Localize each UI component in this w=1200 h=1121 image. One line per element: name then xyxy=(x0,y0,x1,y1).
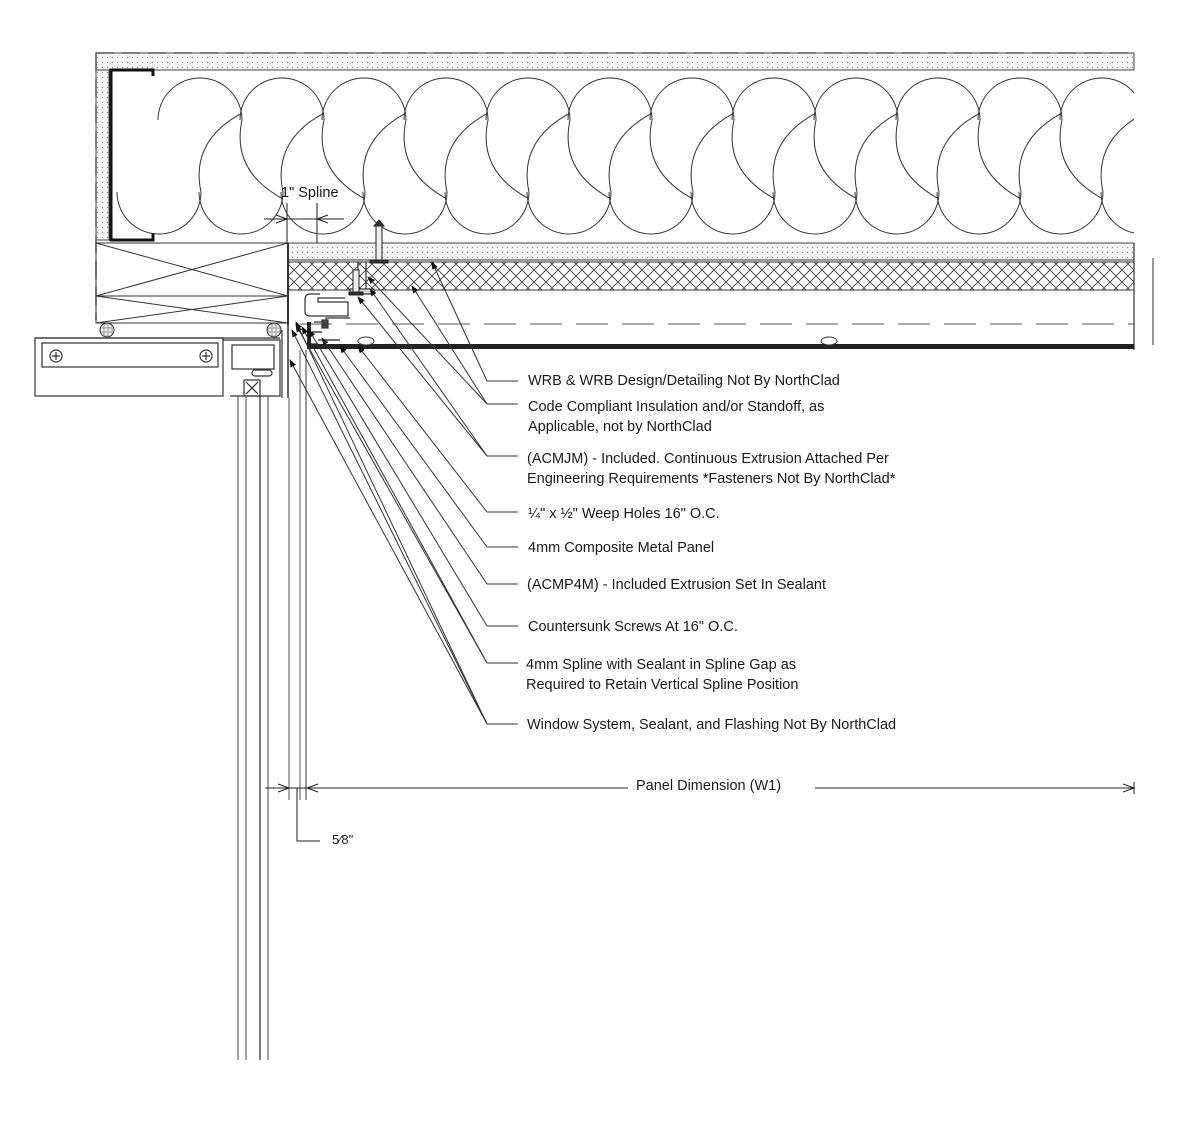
batt-loop xyxy=(1059,77,1134,121)
note-line: (ACMP4M) - Included Extrusion Set In Sea… xyxy=(527,577,826,593)
wood-blocking xyxy=(95,242,289,325)
batt-loop xyxy=(649,77,774,199)
batt-loop xyxy=(608,113,733,235)
note-line: 4mm Composite Metal Panel xyxy=(528,540,715,556)
panel-dimension-label: Panel Dimension (W1) xyxy=(636,778,782,794)
leader-spline xyxy=(295,324,488,664)
note-line: Engineering Requirements *Fasteners Not … xyxy=(527,471,896,487)
batt-loop xyxy=(444,113,569,235)
batt-loop xyxy=(321,77,446,199)
leader-insulation xyxy=(367,276,488,405)
note-line: Code Compliant Insulation and/or Standof… xyxy=(528,399,825,415)
leader-window xyxy=(291,329,488,725)
leader-acmjm xyxy=(369,288,488,457)
window-frame xyxy=(34,322,289,398)
note-line: Countersunk Screws At 16" O.C. xyxy=(528,619,738,635)
batt-loop xyxy=(485,77,610,199)
note-screws: Countersunk Screws At 16" O.C. xyxy=(528,617,738,637)
leader-screws xyxy=(308,329,488,627)
batt-loop xyxy=(1018,118,1134,235)
spline-dimension xyxy=(264,203,344,243)
note-spline: 4mm Spline with Sealant in Spline Gap as… xyxy=(526,655,798,695)
batt-loop xyxy=(1100,191,1134,234)
note-insulation: Code Compliant Insulation and/or Standof… xyxy=(528,397,824,437)
note-line: Applicable, not by NorthClad xyxy=(528,419,712,435)
leader-spline xyxy=(301,326,488,664)
leader-window xyxy=(295,321,488,725)
countersunk-screw xyxy=(348,269,364,296)
batt-loop xyxy=(1142,78,1200,198)
batt-loop xyxy=(239,77,364,199)
wrb-layer xyxy=(287,242,1135,261)
batt-loop xyxy=(977,77,1102,199)
gap-dimension-label: 5⁄8" xyxy=(332,832,354,847)
batt-loop xyxy=(116,113,241,235)
batt-loop xyxy=(567,77,692,199)
note-line: Required to Retain Vertical Spline Posit… xyxy=(526,677,799,693)
spline-dimension-label: 1" Spline xyxy=(281,185,339,201)
batt-loop xyxy=(280,113,405,235)
batt-loop xyxy=(854,113,979,235)
batt-loop xyxy=(936,113,1061,235)
note-line: Window System, Sealant, and Flashing Not… xyxy=(527,717,897,733)
leader-acmjm xyxy=(357,296,488,457)
batt-loop xyxy=(362,113,487,235)
batt-loop xyxy=(403,77,528,199)
leader-wrb xyxy=(431,261,488,382)
leader-panel xyxy=(339,345,488,548)
note-acmjm: (ACMJM) - Included. Continuous Extrusion… xyxy=(527,449,895,489)
leader-acmp4m xyxy=(321,337,488,585)
continuous-insulation xyxy=(287,261,1135,291)
note-line: ¼" x ½" Weep Holes 16" O.C. xyxy=(528,506,720,522)
note-weep-holes: ¼" x ½" Weep Holes 16" O.C. xyxy=(528,504,720,524)
leader-lines xyxy=(289,261,518,725)
note-line: 4mm Spline with Sealant in Spline Gap as xyxy=(526,657,797,673)
batt-loop xyxy=(731,77,856,199)
panel-dimension-line xyxy=(265,782,1136,842)
leader-weep xyxy=(357,345,488,513)
batt-loop xyxy=(526,113,651,235)
note-line: WRB & WRB Design/Detailing Not By NorthC… xyxy=(528,373,840,389)
exterior-sheathing xyxy=(95,52,1135,320)
leader-window xyxy=(289,359,488,725)
batt-loop xyxy=(690,113,815,235)
note-acmp4m: (ACMP4M) - Included Extrusion Set In Sea… xyxy=(527,575,826,595)
batt-loop xyxy=(895,77,1020,199)
batt-loop xyxy=(157,77,282,199)
glazing-unit xyxy=(237,396,269,1060)
batt-insulation xyxy=(116,77,1200,235)
leader-insulation xyxy=(411,285,488,405)
note-composite-panel: 4mm Composite Metal Panel xyxy=(528,538,714,558)
backer-rod xyxy=(99,322,115,338)
batt-loop xyxy=(813,77,938,199)
note-window: Window System, Sealant, and Flashing Not… xyxy=(527,715,896,735)
note-line: (ACMJM) - Included. Continuous Extrusion… xyxy=(527,451,889,467)
steel-stud xyxy=(109,68,155,242)
batt-loop xyxy=(198,113,323,235)
batt-loop xyxy=(772,113,897,235)
screw-fastener xyxy=(369,219,389,264)
backer-rod xyxy=(266,322,282,338)
note-wrb: WRB & WRB Design/Detailing Not By NorthC… xyxy=(528,371,840,391)
